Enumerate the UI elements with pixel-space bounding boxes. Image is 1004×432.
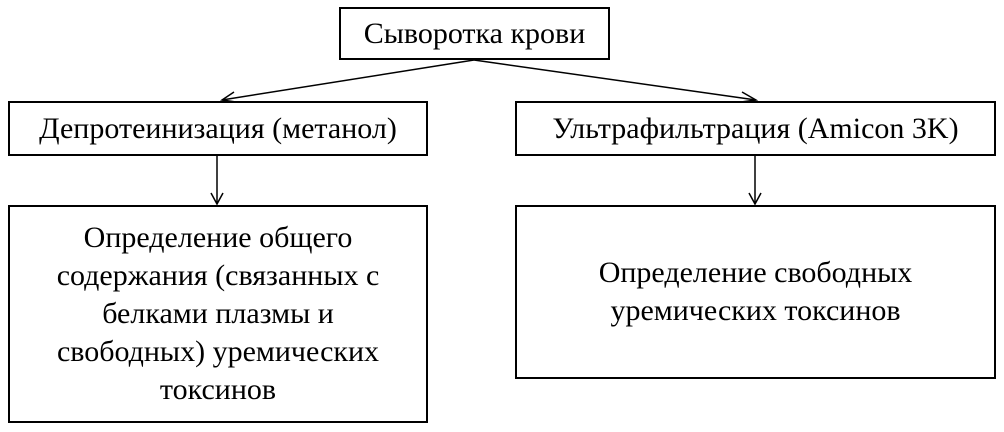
left-result-box: Определение общего содержания (связанных… bbox=[8, 205, 428, 423]
right-method-label: Ультрафильтрация (Amicon 3K) bbox=[552, 111, 959, 145]
right-result-line: уремических токсинов bbox=[610, 294, 901, 327]
right-result-line: Определение свободных bbox=[598, 256, 913, 289]
arrow-root-to-left bbox=[221, 59, 475, 101]
root-node-label: Сыворотка крови bbox=[363, 16, 586, 50]
left-result-line: Определение общего bbox=[83, 221, 353, 254]
left-result-text: Определение общего содержания (связанных… bbox=[51, 219, 386, 409]
right-result-text: Определение свободных уремических токсин… bbox=[593, 254, 919, 330]
left-result-line: содержания (связанных с bbox=[56, 259, 380, 292]
left-result-line: белками плазмы и bbox=[102, 297, 334, 330]
right-method-box: Ультрафильтрация (Amicon 3K) bbox=[515, 101, 996, 156]
arrowhead-left-to-result bbox=[210, 192, 224, 206]
left-result-line: токсинов bbox=[159, 373, 277, 406]
right-result-box: Определение свободных уремических токсин… bbox=[515, 205, 996, 379]
arrow-root-to-right bbox=[473, 59, 757, 101]
left-method-label: Депротеинизация (метанол) bbox=[39, 111, 397, 145]
left-result-line: свободных) уремических bbox=[56, 335, 380, 368]
root-node-box: Сыворотка крови bbox=[339, 7, 610, 60]
arrowhead-right-to-result bbox=[748, 192, 762, 206]
left-method-box: Депротеинизация (метанол) bbox=[8, 101, 428, 156]
